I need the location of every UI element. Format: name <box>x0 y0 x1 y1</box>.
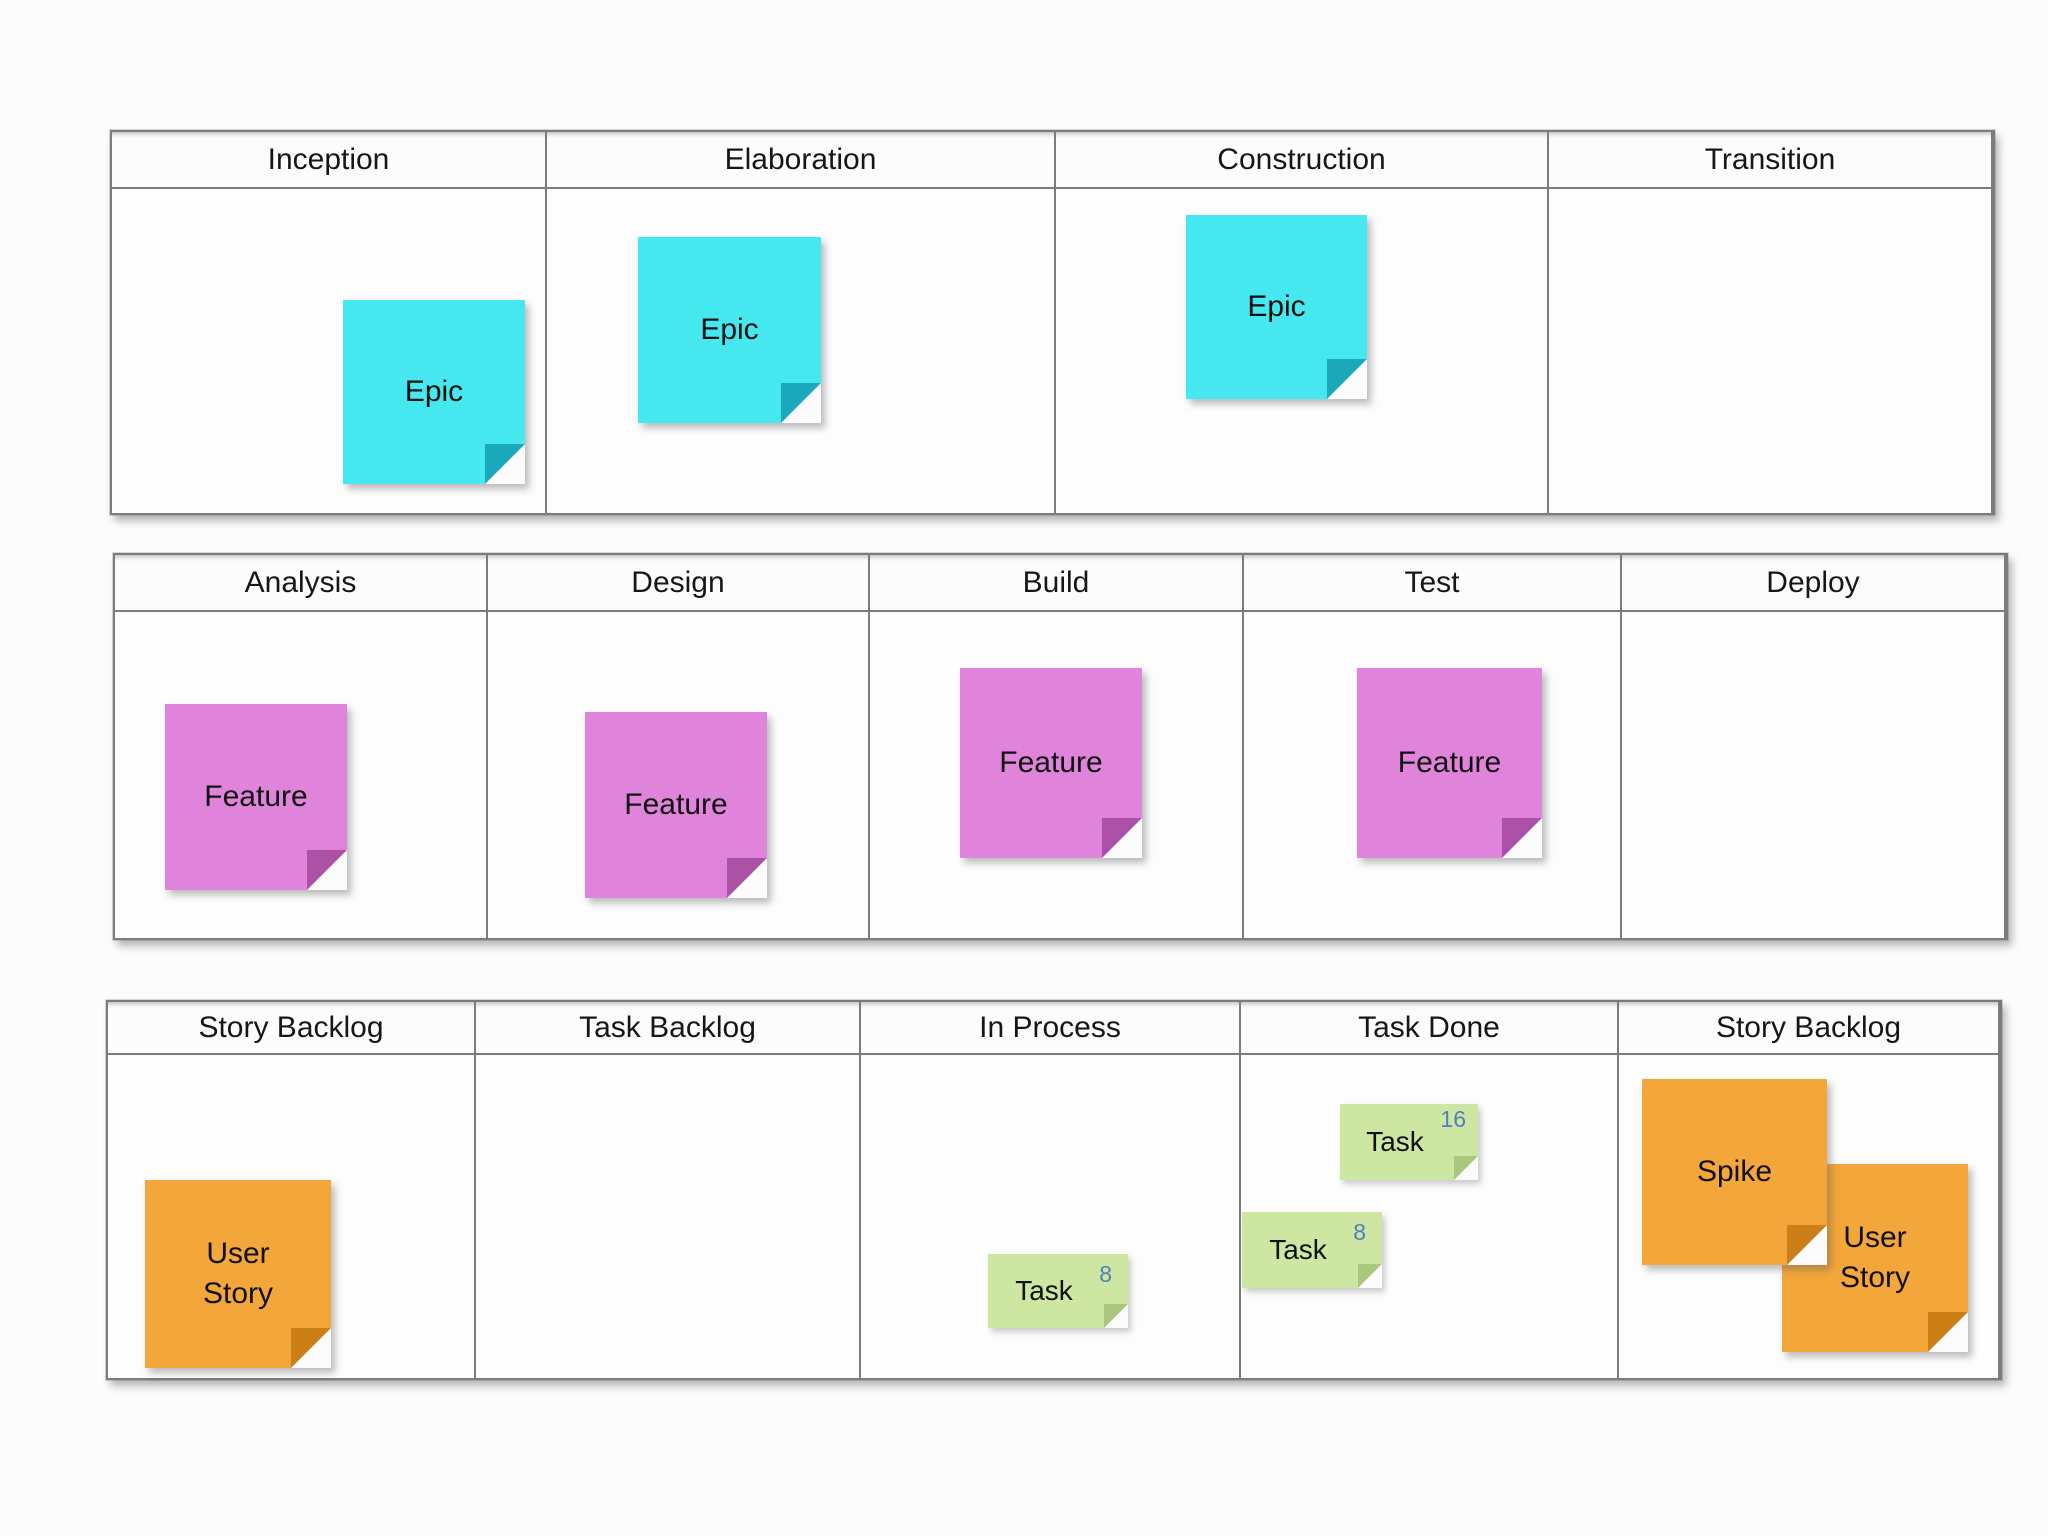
column-title: Task Backlog <box>579 1010 756 1044</box>
column-header-deploy: Deploy <box>1622 555 2004 612</box>
note-label: Feature <box>999 745 1103 779</box>
column-in-process: In Process <box>861 1002 1241 1378</box>
sticky-note-spike[interactable]: Spike <box>1642 1079 1827 1265</box>
sticky-note-epic-elaboration[interactable]: Epic <box>638 237 821 423</box>
sticky-note-feature-test[interactable]: Feature <box>1357 668 1542 858</box>
column-title: Task Done <box>1358 1010 1500 1044</box>
column-title: Design <box>631 565 725 599</box>
column-inception: Inception <box>112 132 547 513</box>
column-header-analysis: Analysis <box>115 555 486 612</box>
sticky-note-feature-design[interactable]: Feature <box>585 712 767 898</box>
column-header-design: Design <box>488 555 868 612</box>
sticky-note-feature-build[interactable]: Feature <box>960 668 1142 858</box>
column-task-done: Task Done <box>1241 1002 1619 1378</box>
column-title: Inception <box>267 142 390 176</box>
column-body-deploy <box>1622 612 2004 938</box>
column-body-task-backlog <box>476 1055 859 1378</box>
column-deploy: Deploy <box>1622 555 2006 938</box>
column-transition: Transition <box>1549 132 1993 513</box>
column-task-backlog: Task Backlog <box>476 1002 861 1378</box>
column-title: Test <box>1404 565 1460 599</box>
column-test: Test <box>1244 555 1622 938</box>
column-title: Deploy <box>1766 565 1860 599</box>
column-title: Analysis <box>244 565 357 599</box>
column-title: Elaboration <box>724 142 877 176</box>
column-construction: Construction <box>1056 132 1549 513</box>
column-build: Build <box>870 555 1244 938</box>
note-label: Epic <box>1247 289 1306 323</box>
note-label: Feature <box>624 787 728 821</box>
task-points: 16 <box>1440 1106 1466 1132</box>
task-points: 8 <box>1099 1261 1112 1287</box>
column-title: In Process <box>979 1010 1121 1044</box>
column-title: Story Backlog <box>1715 1010 1902 1044</box>
column-title: Construction <box>1217 142 1386 176</box>
board-task-kanban: Story Backlog Task Backlog In Process Ta… <box>106 1000 2002 1380</box>
note-label: Feature <box>204 779 308 813</box>
column-header-build: Build <box>870 555 1242 612</box>
board-feature-stages: Analysis Design Build Test Deploy <box>113 553 2008 940</box>
column-header-transition: Transition <box>1549 132 1991 189</box>
note-label: Task <box>1269 1234 1327 1266</box>
column-title: Story Backlog <box>198 1010 384 1044</box>
sticky-note-user-story-backlog[interactable]: User Story <box>145 1180 331 1368</box>
column-title: Transition <box>1704 142 1836 176</box>
column-title: Build <box>1022 565 1090 599</box>
sticky-note-task-done-8[interactable]: Task 8 <box>1242 1212 1382 1288</box>
column-header-task-done: Task Done <box>1241 1002 1617 1055</box>
sticky-note-epic-construction[interactable]: Epic <box>1186 215 1367 399</box>
sticky-note-task-in-process[interactable]: Task 8 <box>988 1254 1128 1328</box>
column-header-task-backlog: Task Backlog <box>476 1002 859 1055</box>
column-header-test: Test <box>1244 555 1620 612</box>
note-label: Feature <box>1397 745 1502 779</box>
note-label: Epic <box>404 374 464 408</box>
sticky-note-epic-inception[interactable]: Epic <box>343 300 525 484</box>
task-points: 8 <box>1353 1219 1366 1245</box>
note-label: User Story <box>202 1236 274 1311</box>
column-header-story-backlog-right: Story Backlog <box>1619 1002 1998 1055</box>
column-body-transition <box>1549 189 1991 513</box>
sticky-note-feature-analysis[interactable]: Feature <box>165 704 347 890</box>
note-label: User Story <box>1839 1220 1911 1295</box>
board-rup-phases: Inception Elaboration Construction Trans… <box>110 130 1995 515</box>
note-label: Task <box>1015 1275 1073 1307</box>
column-header-construction: Construction <box>1056 132 1547 189</box>
column-story-backlog-right: Story Backlog <box>1619 1002 2000 1378</box>
column-analysis: Analysis <box>115 555 488 938</box>
column-story-backlog-left: Story Backlog <box>108 1002 476 1378</box>
column-header-story-backlog-left: Story Backlog <box>108 1002 474 1055</box>
column-body-in-process <box>861 1055 1239 1378</box>
note-label: Spike <box>1696 1154 1773 1188</box>
column-header-inception: Inception <box>112 132 545 189</box>
note-label: Epic <box>700 312 759 346</box>
note-label: Task <box>1366 1126 1424 1158</box>
column-design: Design <box>488 555 870 938</box>
column-header-elaboration: Elaboration <box>547 132 1054 189</box>
column-header-in-process: In Process <box>861 1002 1239 1055</box>
column-elaboration: Elaboration <box>547 132 1056 513</box>
sticky-note-task-done-16[interactable]: Task 16 <box>1340 1104 1478 1180</box>
